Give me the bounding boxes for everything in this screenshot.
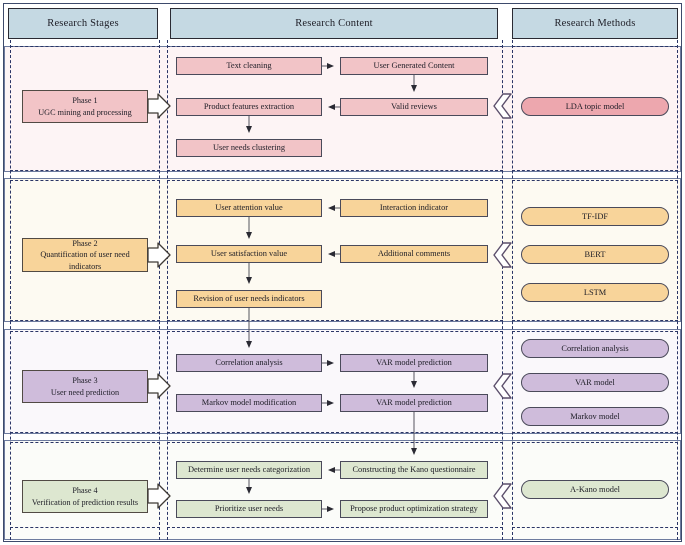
dashed-cap-p1-methods-top [512, 46, 678, 47]
node-revision-of-user-needs-indicators[interactable]: Revision of user needs indicators [176, 290, 322, 308]
node-constructing-the-kano-questionnaire[interactable]: Constructing the Kano questionnaire [340, 461, 488, 479]
method-pill-bert-label: BERT [584, 250, 606, 259]
dashed-cap-p3-content-bot [167, 432, 503, 433]
method-pill-correlation-analysis-label: Correlation analysis [561, 344, 629, 353]
column-header-research-stages: Research Stages [8, 8, 158, 39]
dashed-cap-p4-content-bot [167, 527, 503, 528]
stage-box-phase-4[interactable]: Phase 4 Verification of prediction resul… [22, 480, 148, 513]
column-header-methods-label: Research Methods [554, 18, 636, 29]
node-additional-comments[interactable]: Additional comments [340, 245, 488, 263]
dashed-cap-p3-content-top [167, 331, 503, 332]
dashed-cap-p3-methods-bot [512, 432, 678, 433]
node-prioritize-user-needs[interactable]: Prioritize user needs [176, 500, 322, 518]
dashed-cap-p2-methods-bot [512, 320, 678, 321]
node-var-model-prediction-1-label: VAR model prediction [376, 357, 452, 367]
stage-subtitle-phase-4: Verification of prediction results [31, 497, 139, 507]
dashed-cap-p2-methods-top [512, 180, 678, 181]
node-markov-model-modification[interactable]: Markov model modification [176, 394, 322, 412]
dashed-cap-p2-stages-bot [10, 320, 160, 321]
node-prioritize-user-needs-label: Prioritize user needs [214, 503, 284, 513]
node-valid-reviews-label: Valid reviews [391, 101, 437, 111]
dashed-cap-p4-stages-bot [10, 527, 160, 528]
node-user-generated-content-label: User Generated Content [373, 60, 455, 70]
stage-title-phase-1: Phase 1 [72, 96, 98, 106]
node-correlation-analysis[interactable]: Correlation analysis [176, 354, 322, 372]
stage-subtitle-phase-1: UGC mining and processing [38, 107, 132, 117]
node-user-needs-clustering-label: User needs clustering [212, 142, 286, 152]
dashed-guide-stages-col [10, 40, 160, 540]
dashed-cap-p2-content-bot [167, 320, 503, 321]
dashed-cap-p1-stages-top [10, 46, 160, 47]
node-var-model-prediction-2-label: VAR model prediction [376, 397, 452, 407]
node-var-model-prediction-1[interactable]: VAR model prediction [340, 354, 488, 372]
stage-box-phase-3[interactable]: Phase 3 User need prediction [22, 370, 148, 403]
column-header-content-label: Research Content [295, 18, 373, 29]
dashed-cap-p4-stages-top [10, 442, 160, 443]
dashed-cap-p2-stages-top [10, 180, 160, 181]
dashed-cap-p4-methods-top [512, 442, 678, 443]
node-user-attention-value-label: User attention value [215, 202, 283, 212]
column-header-research-methods: Research Methods [512, 8, 678, 39]
dashed-cap-p3-stages-top [10, 331, 160, 332]
column-header-research-content: Research Content [170, 8, 498, 39]
method-pill-tf-idf-label: TF-IDF [581, 212, 609, 221]
stage-title-phase-4: Phase 4 [72, 486, 98, 496]
method-pill-markov-model-label: Markov model [570, 412, 620, 421]
node-determine-user-needs-categorization[interactable]: Determine user needs categorization [176, 461, 322, 479]
stage-subtitle-phase-3: User need prediction [50, 387, 120, 397]
node-interaction-indicator-label: Interaction indicator [379, 202, 449, 212]
node-determine-user-needs-categorization-label: Determine user needs categorization [187, 464, 311, 474]
node-valid-reviews[interactable]: Valid reviews [340, 98, 488, 116]
node-text-cleaning[interactable]: Text cleaning [176, 57, 322, 75]
diagram-outer-frame [3, 3, 682, 542]
node-var-model-prediction-2[interactable]: VAR model prediction [340, 394, 488, 412]
node-user-satisfaction-value-label: User satisfaction value [210, 248, 288, 258]
stage-title-phase-2: Phase 2 [72, 239, 98, 249]
node-text-cleaning-label: Text cleaning [226, 60, 272, 70]
method-pill-lda-topic-model[interactable]: LDA topic model [521, 97, 669, 116]
dashed-cap-p1-methods-bot [512, 170, 678, 171]
dashed-cap-p4-methods-bot [512, 527, 678, 528]
dashed-cap-p3-stages-bot [10, 432, 160, 433]
method-pill-a-kano-model[interactable]: A-Kano model [521, 480, 669, 499]
stage-title-phase-3: Phase 3 [72, 376, 98, 386]
node-user-needs-clustering[interactable]: User needs clustering [176, 139, 322, 157]
method-pill-lda-topic-model-label: LDA topic model [565, 102, 625, 111]
node-correlation-analysis-label: Correlation analysis [215, 357, 283, 367]
node-constructing-the-kano-questionnaire-label: Constructing the Kano questionnaire [352, 464, 476, 474]
method-pill-bert[interactable]: BERT [521, 245, 669, 264]
method-pill-tf-idf[interactable]: TF-IDF [521, 207, 669, 226]
method-pill-lstm-label: LSTM [583, 288, 607, 297]
node-revision-of-user-needs-indicators-label: Revision of user needs indicators [193, 293, 305, 303]
node-product-features-extraction[interactable]: Product features extraction [176, 98, 322, 116]
method-pill-lstm[interactable]: LSTM [521, 283, 669, 302]
method-pill-var-model-label: VAR model [575, 378, 615, 387]
dashed-cap-p1-content-top [167, 46, 503, 47]
node-markov-model-modification-label: Markov model modification [201, 397, 297, 407]
node-user-generated-content[interactable]: User Generated Content [340, 57, 488, 75]
dashed-guide-methods-col [512, 40, 678, 540]
node-propose-product-optimization-strategy-label: Propose product optimization strategy [350, 503, 478, 513]
method-pill-var-model[interactable]: VAR model [521, 373, 669, 392]
stage-box-phase-2[interactable]: Phase 2 Quantification of user need indi… [22, 238, 148, 272]
node-propose-product-optimization-strategy[interactable]: Propose product optimization strategy [340, 500, 488, 518]
stage-box-phase-1[interactable]: Phase 1 UGC mining and processing [22, 90, 148, 123]
method-pill-a-kano-model-label: A-Kano model [569, 485, 620, 494]
dashed-cap-p2-content-top [167, 180, 503, 181]
method-pill-markov-model[interactable]: Markov model [521, 407, 669, 426]
column-header-stages-label: Research Stages [47, 18, 119, 29]
node-product-features-extraction-label: Product features extraction [203, 101, 295, 111]
method-pill-correlation-analysis[interactable]: Correlation analysis [521, 339, 669, 358]
dashed-cap-p3-methods-top [512, 331, 678, 332]
node-user-satisfaction-value[interactable]: User satisfaction value [176, 245, 322, 263]
dashed-cap-p1-content-bot [167, 170, 503, 171]
stage-subtitle-phase-2: Quantification of user need indicators [40, 250, 130, 271]
node-additional-comments-label: Additional comments [377, 248, 451, 258]
dashed-guide-content-col [167, 40, 503, 540]
dashed-cap-p1-stages-bot [10, 170, 160, 171]
node-user-attention-value[interactable]: User attention value [176, 199, 322, 217]
dashed-cap-p4-content-top [167, 442, 503, 443]
node-interaction-indicator[interactable]: Interaction indicator [340, 199, 488, 217]
